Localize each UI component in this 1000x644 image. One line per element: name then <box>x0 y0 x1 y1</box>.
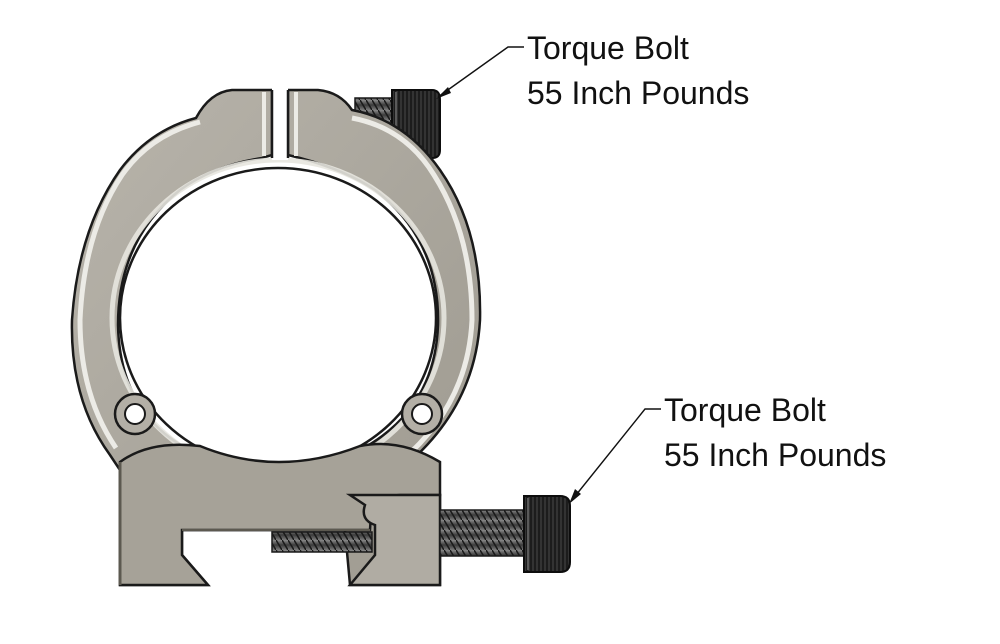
bottom-bolt-thread <box>439 509 526 557</box>
bottom-callout-torque: 55 Inch Pounds <box>664 437 887 473</box>
top-bolt-callout: Torque Bolt 55 Inch Pounds <box>527 26 749 116</box>
ring-split-gap <box>272 86 288 160</box>
bottom-bolt-head <box>523 495 571 573</box>
bottom-bolt-callout: Torque Bolt 55 Inch Pounds <box>664 388 886 478</box>
top-callout-torque: 55 Inch Pounds <box>527 75 750 111</box>
bottom-leader-arrow-icon <box>569 489 581 504</box>
bottom-bolt-thread-rear <box>271 531 373 553</box>
pin-hole-right-icon <box>411 403 433 425</box>
bottom-callout-title: Torque Bolt <box>664 392 826 428</box>
pivot-pin-left <box>113 392 157 436</box>
bottom-leader-line <box>571 408 661 501</box>
top-leader-arrow-icon <box>436 87 451 99</box>
ring-body <box>70 86 482 587</box>
ring-bore <box>118 166 438 470</box>
ring-outer-bevel <box>77 119 201 450</box>
bottom-bolt <box>271 495 571 573</box>
pivot-pin-right <box>400 392 444 436</box>
top-callout-title: Torque Bolt <box>527 30 689 66</box>
top-leader-line <box>437 46 524 98</box>
leader-lines <box>436 46 661 504</box>
pin-hole-left-icon <box>124 403 146 425</box>
